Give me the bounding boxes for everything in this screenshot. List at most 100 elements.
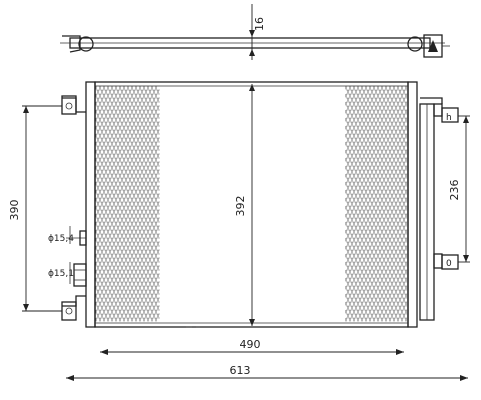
fin-row xyxy=(347,130,405,134)
fin-row xyxy=(97,154,159,158)
fin-row xyxy=(97,314,159,318)
overall-height-label: 390 xyxy=(8,200,21,221)
left-header-tank xyxy=(85,81,96,328)
overall-height-arrow-top xyxy=(23,106,29,113)
fin-row xyxy=(345,150,407,154)
fin-row xyxy=(345,190,407,194)
core-height-arrow-top xyxy=(249,84,255,91)
fin-row xyxy=(347,266,405,270)
fin-row xyxy=(95,94,157,98)
right-mounting-bracket-top xyxy=(441,107,459,123)
fin-row xyxy=(95,158,157,162)
pipe-port-2-label: ϕ15,1 xyxy=(48,269,74,279)
fin-row xyxy=(345,206,407,210)
fin-row xyxy=(97,98,159,102)
fin-row xyxy=(95,286,157,290)
fin-row xyxy=(97,226,159,230)
fin-row xyxy=(345,182,407,186)
top-view: 16 xyxy=(60,4,450,60)
fin-row xyxy=(347,170,405,174)
fin-row xyxy=(345,254,407,258)
fin-row xyxy=(345,118,407,122)
top-view-right-mount-icon xyxy=(428,40,438,52)
fin-row xyxy=(97,122,159,126)
fin-row xyxy=(345,86,407,90)
fin-row xyxy=(97,306,159,310)
fin-row xyxy=(347,282,405,286)
fin-row xyxy=(97,130,159,134)
fin-row xyxy=(95,150,157,154)
fin-row xyxy=(97,106,159,110)
fin-row xyxy=(347,138,405,142)
fin-row xyxy=(345,302,407,306)
fin-row xyxy=(95,134,157,138)
fin-row xyxy=(97,210,159,214)
fin-row xyxy=(95,86,157,90)
core-fins-right xyxy=(345,85,407,322)
fin-row xyxy=(345,142,407,146)
fin-row xyxy=(347,234,405,238)
thickness-dim-label: 16 xyxy=(253,17,266,31)
fin-row xyxy=(97,202,159,206)
fin-row xyxy=(97,90,159,94)
left-mounting-bracket-top xyxy=(61,95,86,115)
fin-row xyxy=(97,242,159,246)
core-width-arrow-left xyxy=(100,349,108,355)
fin-row xyxy=(95,318,157,322)
fin-row xyxy=(95,222,157,226)
pipe-port-2 xyxy=(69,262,87,287)
fin-row xyxy=(347,98,405,102)
fin-row xyxy=(347,154,405,158)
fin-row xyxy=(95,190,157,194)
fin-row xyxy=(345,230,407,234)
receiver-drier xyxy=(419,97,443,321)
fin-row xyxy=(345,198,407,202)
overall-width-dimension: 613 xyxy=(66,364,468,381)
fin-row xyxy=(347,146,405,150)
fin-row xyxy=(347,210,405,214)
fin-row xyxy=(345,174,407,178)
fin-row xyxy=(347,186,405,190)
right-header-tank xyxy=(407,81,418,328)
fin-row xyxy=(347,194,405,198)
core-width-dimension: 490 xyxy=(100,338,404,355)
fin-row xyxy=(347,306,405,310)
fin-row xyxy=(97,162,159,166)
pipe-port-1-label: ϕ15,4 xyxy=(48,234,74,244)
left-mounting-bracket-bottom xyxy=(61,295,86,321)
fin-row xyxy=(345,214,407,218)
fin-row xyxy=(345,158,407,162)
fin-row xyxy=(345,126,407,130)
fin-row xyxy=(95,254,157,258)
fin-row xyxy=(347,218,405,222)
fin-row xyxy=(97,138,159,142)
fin-row xyxy=(347,114,405,118)
core-height-arrow-bottom xyxy=(249,319,255,326)
fin-row xyxy=(97,178,159,182)
overall-width-label: 613 xyxy=(230,364,251,377)
fin-row xyxy=(347,258,405,262)
fin-row xyxy=(97,298,159,302)
fin-row xyxy=(95,118,157,122)
fin-row xyxy=(345,110,407,114)
fin-row xyxy=(345,222,407,226)
fin-row xyxy=(347,250,405,254)
fin-row xyxy=(347,314,405,318)
fin-row xyxy=(347,274,405,278)
core-height-label: 392 xyxy=(234,196,247,217)
fin-row xyxy=(97,170,159,174)
pipe-port-1 xyxy=(66,226,87,246)
top-view-left-fitting xyxy=(78,36,94,52)
fin-row xyxy=(97,274,159,278)
drier-length-label: 236 xyxy=(448,180,461,201)
overall-height-arrow-bottom xyxy=(23,304,29,311)
fin-row xyxy=(95,294,157,298)
fin-row xyxy=(347,90,405,94)
core-width-arrow-right xyxy=(396,349,404,355)
drier-length-arrow-top xyxy=(463,116,469,123)
fin-row xyxy=(347,242,405,246)
top-view-left-bracket xyxy=(62,35,81,53)
front-view: 392 390 ϕ15,4 xyxy=(8,81,470,328)
fin-row xyxy=(95,174,157,178)
